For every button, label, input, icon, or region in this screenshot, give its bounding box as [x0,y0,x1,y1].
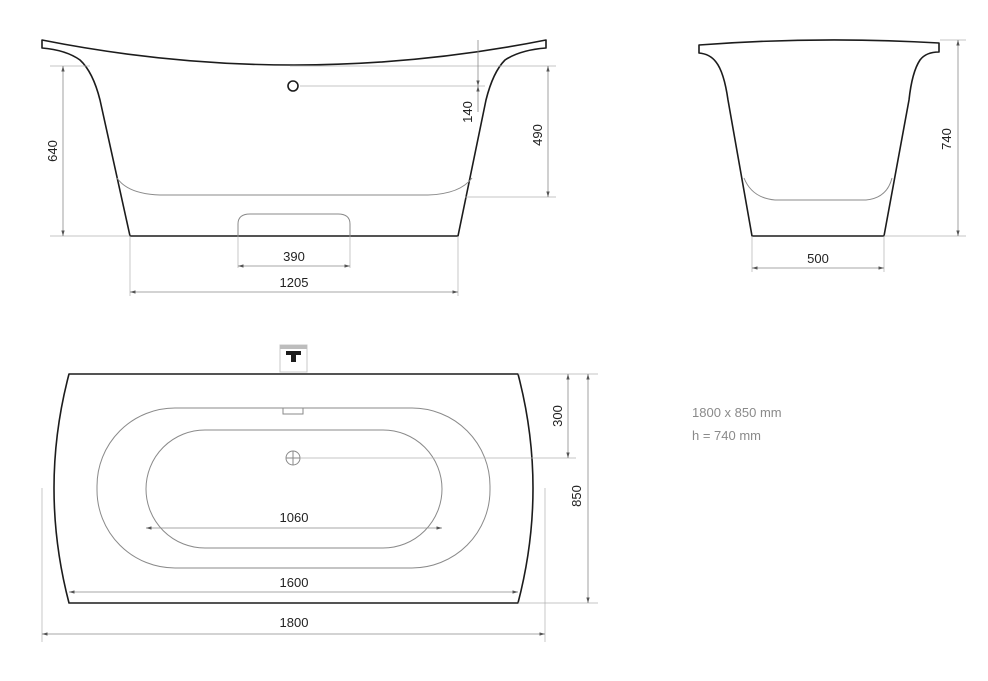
dim-top-length: 1800 [280,615,309,630]
side-view: 740 500 [698,39,966,272]
top-view: 300 850 1060 1600 1800 [41,344,598,642]
dim-top-basin-length: 1600 [280,575,309,590]
dim-top-drain: 300 [550,405,565,427]
dim-front-cutout: 390 [283,249,305,264]
dim-side-height: 740 [939,128,954,150]
faucet-icon [279,344,308,373]
overflow-slot-icon [282,407,304,415]
front-view-outline [41,39,547,237]
dim-front-overflow: 140 [460,101,475,123]
top-view-inner-basin [145,429,443,549]
front-view: 640 140 490 390 1205 [41,39,556,296]
front-view-inner-floor [116,177,473,196]
dim-front-base: 1205 [280,275,309,290]
spec-height: h = 740 mm [692,428,762,443]
dim-top-width: 850 [569,485,584,507]
spec-size: 1800 x 850 mm [692,405,782,420]
front-view-base-cutout [237,213,351,236]
dim-front-height: 640 [45,140,60,162]
side-view-outline [698,39,940,237]
dim-front-depth: 490 [530,124,545,146]
dim-side-base: 500 [807,251,829,266]
drain-icon [285,450,301,466]
top-view-outer-basin [96,407,491,569]
dim-top-inner-length: 1060 [280,510,309,525]
overflow-hole-icon [287,80,299,92]
side-view-inner-floor [743,177,893,201]
